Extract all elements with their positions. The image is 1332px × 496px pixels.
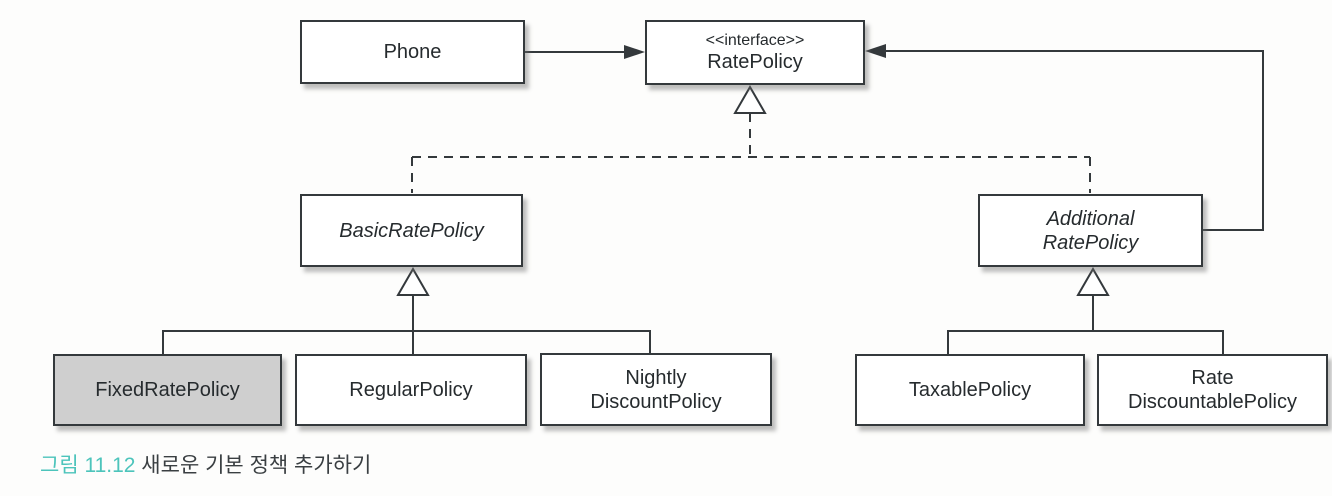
arrowhead-right-icon	[624, 45, 645, 59]
generalization-to-additionalratepolicy	[947, 266, 1224, 354]
class-name-line2: RatePolicy	[1042, 231, 1139, 254]
class-name: RatePolicy	[707, 51, 803, 73]
class-box-phone: Phone	[300, 20, 525, 84]
figure-caption: 그림 11.12 새로운 기본 정책 추가하기	[40, 451, 371, 481]
class-name: Phone	[383, 41, 442, 63]
class-box-nightlydiscountpolicy: Nightly DiscountPolicy	[540, 353, 772, 426]
class-name: RegularPolicy	[349, 379, 473, 401]
class-name-line1: Additional	[1046, 207, 1135, 230]
class-box-regularpolicy: RegularPolicy	[295, 354, 527, 426]
figure-number: 그림 11.12	[40, 454, 136, 477]
class-box-taxablepolicy: TaxablePolicy	[855, 354, 1085, 426]
class-box-ratediscountablepolicy: Rate DiscountablePolicy	[1097, 354, 1328, 426]
class-name-line1: Nightly	[625, 366, 687, 389]
stereotype-label: <<interface>>	[705, 32, 805, 49]
hollow-triangle-icon	[1076, 266, 1110, 296]
figure-caption-text: 새로운 기본 정책 추가하기	[135, 454, 372, 477]
association-additionalratepolicy-to-ratepolicy	[865, 44, 1264, 231]
class-name: BasicRatePolicy	[339, 219, 484, 242]
class-name: TaxablePolicy	[908, 379, 1032, 401]
class-box-additionalratepolicy: Additional RatePolicy	[978, 194, 1203, 267]
hollow-triangle-icon	[733, 84, 767, 114]
realization-to-ratepolicy	[411, 84, 1091, 193]
class-name-line2: DiscountPolicy	[590, 390, 722, 413]
generalization-to-basicratepolicy	[162, 266, 651, 354]
hollow-triangle-icon	[396, 266, 430, 296]
class-name-line2: DiscountablePolicy	[1128, 391, 1297, 413]
class-box-ratepolicy: <<interface>> RatePolicy	[645, 20, 865, 85]
class-name-line1: Rate	[1191, 367, 1234, 389]
arrowhead-left-icon	[865, 44, 886, 58]
association-phone-to-ratepolicy	[525, 45, 645, 59]
class-box-fixedratepolicy: FixedRatePolicy	[53, 354, 282, 426]
class-box-basicratepolicy: BasicRatePolicy	[300, 194, 523, 267]
class-name: FixedRatePolicy	[95, 379, 240, 401]
